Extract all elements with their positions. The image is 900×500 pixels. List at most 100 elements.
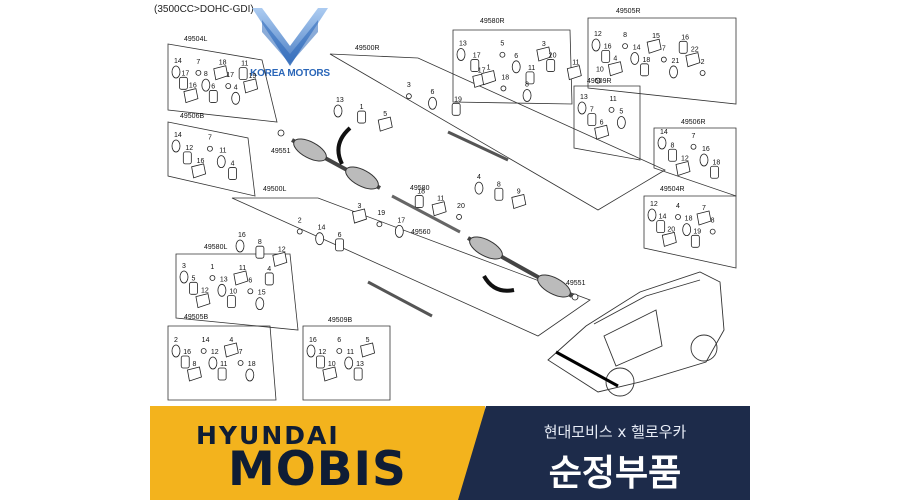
part-number: 18	[712, 159, 720, 166]
mobis-banner: HYUNDAI MOBIS 현대모비스 x 헬로우카 순정부품	[150, 406, 750, 500]
group-box-49506B	[167, 121, 256, 197]
part-number: 14	[659, 214, 667, 221]
part-number: 6	[248, 277, 252, 284]
part-number: 4	[676, 203, 680, 210]
part-ring	[171, 65, 181, 79]
part-boot	[195, 293, 211, 309]
part-number: 7	[691, 133, 695, 140]
part-clip	[405, 93, 412, 100]
part-number: 7	[239, 349, 243, 356]
part-boot	[481, 70, 497, 86]
left-shaft-assembly-joint-a	[293, 138, 327, 162]
nut-49551-right	[571, 293, 579, 301]
part-number: 17	[478, 67, 486, 74]
part-number: 8	[711, 218, 715, 225]
part-number: 2	[174, 337, 178, 344]
part-number: 12	[650, 201, 658, 208]
part-ring	[208, 356, 218, 370]
part-number: 10	[596, 67, 604, 74]
part-number: 1	[487, 65, 491, 72]
part-number: 14	[202, 337, 210, 344]
part-bag	[470, 59, 480, 72]
part-number: 14	[174, 58, 182, 65]
part-bag	[208, 90, 218, 103]
part-bag	[357, 110, 367, 124]
part-bag	[546, 59, 556, 72]
group-code-49509R: 49509R	[587, 78, 612, 85]
part-ring	[255, 297, 265, 311]
part-bag	[678, 40, 688, 54]
part-number: 18	[642, 57, 650, 64]
part-clip	[376, 221, 383, 228]
part-clip	[247, 288, 254, 295]
part-clip	[709, 228, 716, 235]
part-number: 2	[701, 59, 705, 66]
part-bag	[353, 367, 363, 381]
part-clip	[499, 51, 506, 58]
part-number: 16	[604, 43, 612, 50]
part-clip	[690, 143, 697, 150]
engine-spec-label: (3500CC>DOHC-GDI)	[154, 4, 254, 15]
part-ring	[616, 116, 626, 129]
part-number: 17	[397, 217, 405, 224]
part-number: 16	[197, 158, 205, 165]
part-number: 15	[652, 33, 660, 40]
part-number: 7	[662, 46, 666, 53]
part-number: 5	[191, 275, 195, 282]
part-number: 2	[298, 218, 302, 225]
part-number: 6	[514, 53, 518, 60]
part-bag	[335, 238, 344, 252]
part-number: 19	[693, 228, 701, 235]
part-number: 17	[473, 53, 481, 60]
part-number: 14	[660, 129, 668, 136]
brand-hyundai: HYUNDAI	[196, 421, 340, 450]
part-number: 14	[174, 132, 182, 139]
part-number: 20	[457, 203, 465, 210]
part-number: 10	[328, 361, 336, 368]
part-number: 16	[183, 349, 191, 356]
part-clip	[225, 83, 232, 89]
part-number: 16	[681, 34, 689, 41]
vehicle-illustration	[547, 271, 725, 397]
group-code-49500L: 49500L	[263, 186, 286, 193]
part-number: 13	[580, 94, 588, 101]
banner-right-panel	[458, 406, 750, 500]
part-number: 18	[219, 60, 227, 67]
part-number: 19	[249, 73, 257, 80]
part-clip	[622, 43, 628, 50]
part-number: 3	[357, 203, 361, 210]
part-ring	[511, 60, 521, 74]
part-number: 6	[211, 83, 215, 90]
part-boot	[223, 342, 239, 358]
part-boot	[696, 210, 712, 226]
part-number: 18	[248, 361, 256, 368]
part-boot	[272, 251, 288, 267]
part-boot	[536, 46, 552, 62]
part-bag	[640, 63, 649, 77]
part-number: 12	[594, 31, 602, 38]
part-clip	[209, 275, 216, 281]
brand-mobis: MOBIS	[228, 442, 407, 497]
part-number: 13	[356, 361, 364, 368]
part-number: 11	[219, 148, 226, 155]
part-number: 1	[210, 264, 214, 271]
part-number: 11	[528, 65, 535, 72]
callout-49560: 49560	[411, 229, 431, 236]
part-number: 5	[619, 109, 623, 116]
part-number: 18	[417, 189, 425, 196]
part-number: 8	[192, 361, 196, 368]
part-clip	[500, 85, 507, 92]
part-clip	[336, 348, 343, 354]
part-ring	[344, 356, 354, 370]
part-number: 7	[208, 135, 212, 142]
group-code-49580R: 49580R	[480, 18, 505, 25]
part-boot	[191, 163, 207, 179]
part-boot	[661, 231, 677, 247]
part-clip	[660, 56, 667, 63]
banner-left-panel	[150, 406, 485, 500]
part-clip	[699, 70, 706, 76]
part-bag	[182, 151, 192, 165]
group-code-49504L: 49504L	[184, 36, 207, 43]
part-boot	[675, 161, 691, 177]
part-bag	[189, 281, 198, 295]
